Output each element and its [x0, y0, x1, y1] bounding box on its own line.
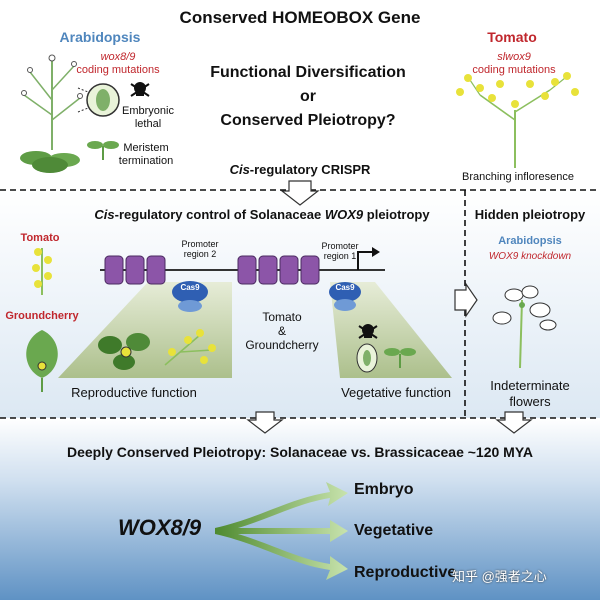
wox9-knockdown-label: WOX9 knockdown: [488, 251, 572, 262]
question-line-2: or: [300, 88, 316, 105]
indeterminate-flowers-illustration: [492, 285, 557, 369]
outcome-embryo: Embryo: [354, 481, 414, 498]
arabidopsis-plant-illustration: [20, 54, 83, 173]
outcome-vegetative: Vegetative: [354, 522, 434, 539]
seedling-icon: [87, 141, 119, 160]
middle-heading: Cis-regulatory control of Solanaceae WOX…: [94, 207, 430, 222]
center-label-line-2: &: [277, 324, 287, 338]
meristem-termination-line-1: Meristem: [123, 142, 169, 154]
flowering-branch-illustration: [164, 329, 216, 366]
tomato-label: Tomato: [487, 29, 537, 45]
question-line-1: Functional Diversification: [210, 64, 406, 81]
cas9-right: [329, 282, 361, 311]
center-label-line-1: Tomato: [262, 310, 302, 324]
crispr-arrow: [280, 180, 320, 206]
down-arrow-right: [495, 411, 533, 434]
reproductive-function-label: Reproductive function: [71, 385, 197, 400]
leaf-cluster-illustration: [98, 333, 150, 370]
indeterminate-label: Indeterminate: [490, 378, 570, 393]
tomato-inflorescence-illustration: [456, 72, 579, 168]
outcome-reproductive: Reproductive: [354, 564, 457, 581]
nucleosomes-region-2: [104, 255, 166, 285]
hidden-arabidopsis-label: Arabidopsis: [498, 235, 562, 247]
skull-icon-middle: [358, 324, 378, 339]
embryonic-lethal-line-2: lethal: [134, 118, 162, 130]
flowers-label: flowers: [509, 394, 551, 409]
groundcherry-label: Groundcherry: [5, 310, 79, 322]
center-label-line-3: Groundcherry: [245, 338, 319, 352]
cas9-label-right: Cas9: [335, 283, 355, 292]
tomato-gene-label: slwox9: [497, 51, 531, 63]
nucleosomes-middle: [237, 255, 320, 285]
promoter-region-1-line-2: region 1: [323, 251, 357, 261]
tomato-middle-label: Tomato: [20, 232, 60, 244]
watermark: 知乎 @强者之心: [452, 569, 547, 584]
middle-panel-background: [0, 190, 600, 418]
embryo-illustration: [77, 83, 120, 117]
promoter-region-2-line-1: Promoter: [181, 239, 219, 249]
seedling-icon-middle: [384, 348, 416, 368]
promoter-region-1-line-1: Promoter: [321, 241, 359, 251]
vegetative-function-label: Vegetative function: [341, 385, 451, 400]
hidden-pleiotropy-heading: Hidden pleiotropy: [474, 207, 586, 222]
arabidopsis-gene-label: wox8/9: [100, 51, 136, 63]
crispr-label: Cis-regulatory CRISPR: [229, 162, 371, 177]
bottom-panel-background: [0, 418, 600, 600]
question-line-3: Conserved Pleiotropy?: [220, 112, 396, 129]
arabidopsis-mutation-label: coding mutations: [76, 64, 160, 76]
cas9-left: [172, 281, 208, 312]
transcription-start-arrow: [357, 251, 374, 270]
branching-inflorescence-label: Branching infloresence: [462, 171, 574, 183]
meristem-termination-line-2: termination: [118, 155, 174, 167]
tomato-plant-illustration: [32, 248, 52, 295]
transcription-start-arrowhead: [372, 247, 380, 257]
figure-title: Conserved HOMEOBOX Gene: [179, 8, 421, 27]
tomato-mutation-label: coding mutations: [472, 64, 556, 76]
bottom-heading: Deeply Conserved Pleiotropy: Solanaceae …: [66, 444, 534, 460]
skull-icon: [130, 82, 150, 97]
embryo-illustration-middle: [356, 343, 378, 373]
down-arrow-left: [246, 411, 284, 434]
wox89-label: WOX8/9: [118, 515, 202, 540]
cas9-label-left: Cas9: [180, 283, 200, 292]
branching-arrow: [215, 482, 348, 580]
arabidopsis-label: Arabidopsis: [59, 29, 141, 45]
embryonic-lethal-line-1: Embryonic: [122, 105, 174, 117]
promoter-region-2-line-2: region 2: [183, 249, 217, 259]
hidden-pleiotropy-arrow: [454, 282, 478, 318]
groundcherry-illustration: [26, 330, 58, 392]
